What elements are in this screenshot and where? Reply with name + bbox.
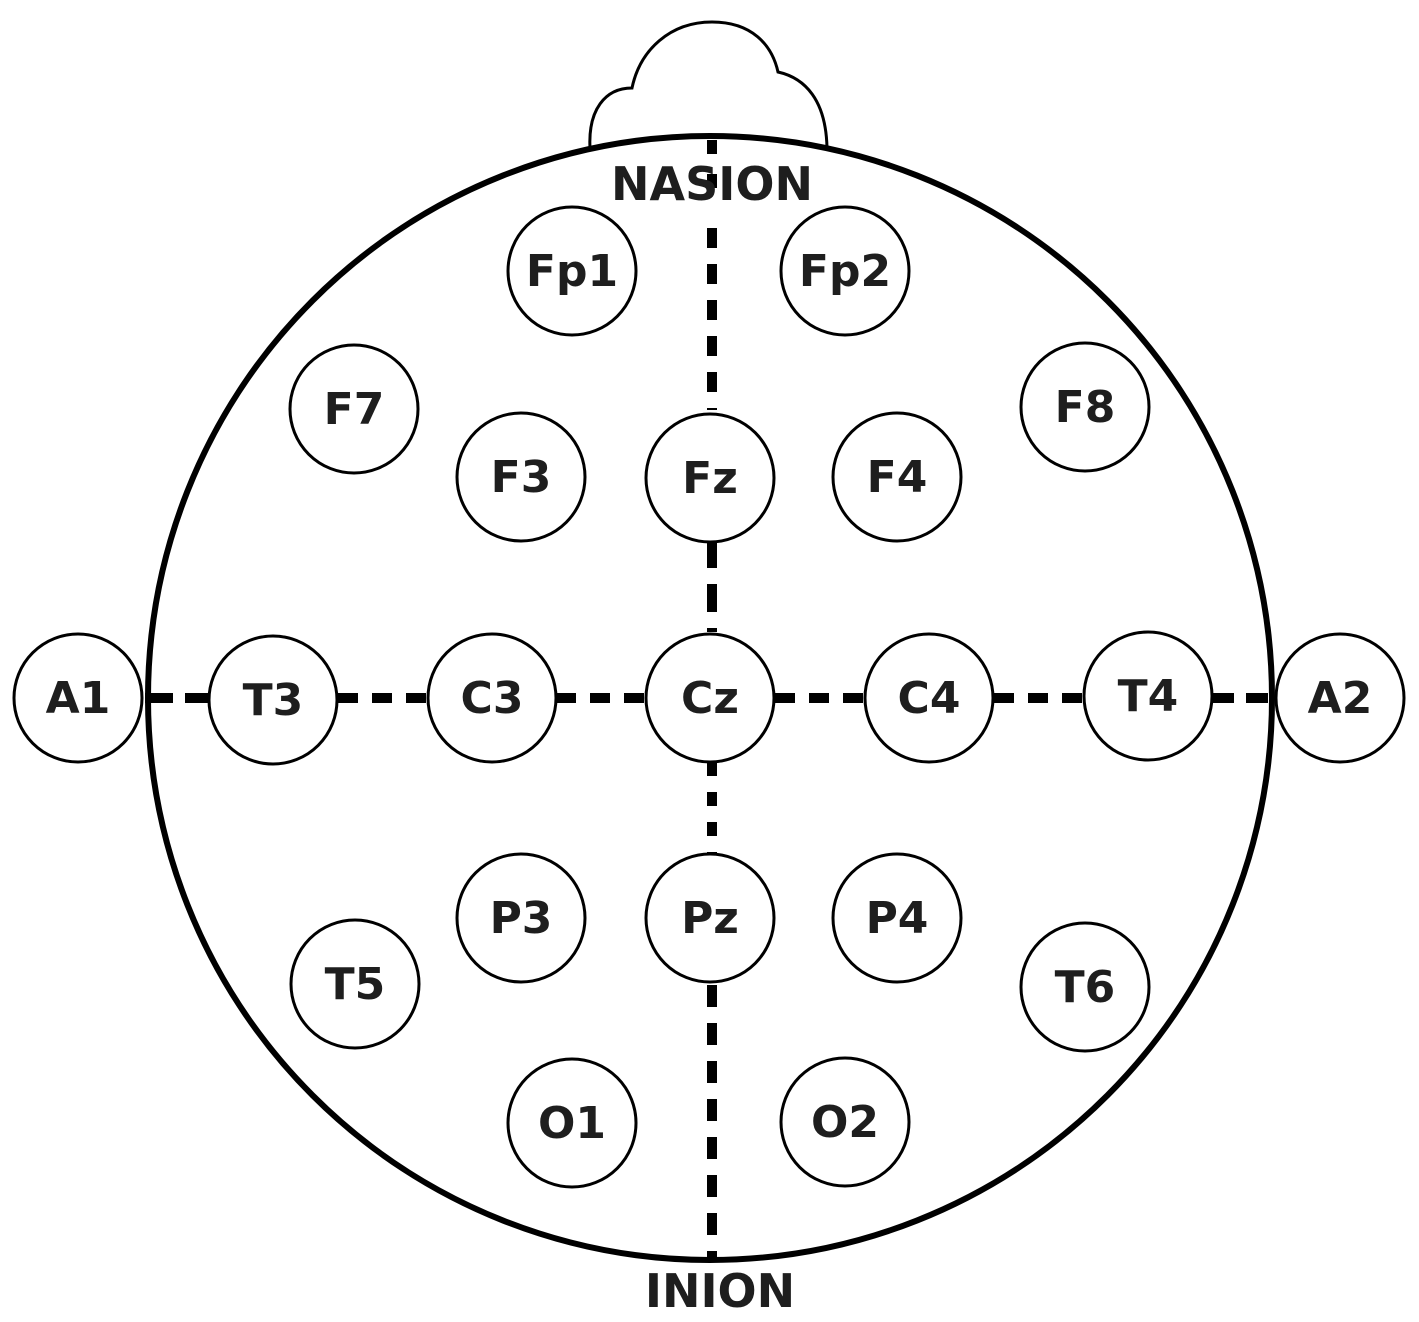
electrode-label: C4: [898, 673, 961, 724]
electrode-t4: T4: [1082, 630, 1214, 762]
electrode-c3: C3: [426, 632, 558, 764]
electrode-f7: F7: [288, 343, 420, 475]
electrode-circle: [779, 205, 911, 337]
electrode-label: P3: [490, 893, 553, 944]
electrode-fz: Fz: [644, 412, 776, 544]
electrode-circle: [12, 632, 144, 764]
electrode-label: Cz: [681, 673, 739, 724]
electrode-circle: [455, 852, 587, 984]
electrode-circle: [831, 411, 963, 543]
electrode-circle: [831, 852, 963, 984]
electrode-o2: O2: [779, 1056, 911, 1188]
electrode-pz: Pz: [644, 852, 776, 984]
electrode-t3: T3: [207, 634, 339, 766]
nasion-label: NASION: [611, 157, 813, 211]
electrode-circle: [1082, 630, 1214, 762]
electrode-a1: A1: [12, 632, 144, 764]
electrode-f8: F8: [1019, 341, 1151, 473]
electrode-t6: T6: [1019, 921, 1151, 1053]
electrode-circle: [644, 852, 776, 984]
electrode-circle: [289, 918, 421, 1050]
electrode-circle: [779, 1056, 911, 1188]
electrode-circle: [455, 411, 587, 543]
electrode-circle: [644, 632, 776, 764]
electrode-a2: A2: [1274, 632, 1406, 764]
electrode-label: O2: [811, 1097, 879, 1148]
electrode-circle: [288, 343, 420, 475]
electrode-label: A2: [1308, 673, 1373, 724]
electrode-label: Pz: [681, 893, 739, 944]
electrode-circle: [1274, 632, 1406, 764]
electrode-circle: [426, 632, 558, 764]
electrode-f4: F4: [831, 411, 963, 543]
electrode-label: T6: [1055, 962, 1116, 1013]
electrode-cz: Cz: [644, 632, 776, 764]
electrode-label: Fp2: [799, 246, 891, 297]
electrode-fp2: Fp2: [779, 205, 911, 337]
electrode-circle: [207, 634, 339, 766]
electrode-label: F3: [491, 452, 552, 503]
electrode-c4: C4: [863, 632, 995, 764]
electrode-label: T4: [1118, 671, 1179, 722]
electrode-t5: T5: [289, 918, 421, 1050]
electrode-circle: [1019, 341, 1151, 473]
electrode-fp1: Fp1: [506, 205, 638, 337]
electrode-circle: [506, 205, 638, 337]
electrode-label: A1: [46, 673, 111, 724]
electrode-label: T3: [243, 675, 304, 726]
electrode-circle: [644, 412, 776, 544]
electrode-f3: F3: [455, 411, 587, 543]
electrode-circle: [506, 1057, 638, 1189]
electrode-label: T5: [325, 959, 386, 1010]
electrode-label: F8: [1055, 382, 1116, 433]
electrode-label: Fz: [682, 453, 738, 504]
electrode-label: F7: [324, 384, 385, 435]
electrode-label: Fp1: [526, 246, 618, 297]
electrode-p3: P3: [455, 852, 587, 984]
electrode-label: F4: [867, 452, 928, 503]
electrode-label: O1: [538, 1098, 606, 1149]
electrode-p4: P4: [831, 852, 963, 984]
electrode-label: C3: [461, 673, 524, 724]
electrode-circle: [1019, 921, 1151, 1053]
inion-label: INION: [645, 1264, 795, 1318]
electrode-o1: O1: [506, 1057, 638, 1189]
electrode-label: P4: [866, 893, 929, 944]
electrode-circle: [863, 632, 995, 764]
nose-outline: [588, 20, 829, 149]
